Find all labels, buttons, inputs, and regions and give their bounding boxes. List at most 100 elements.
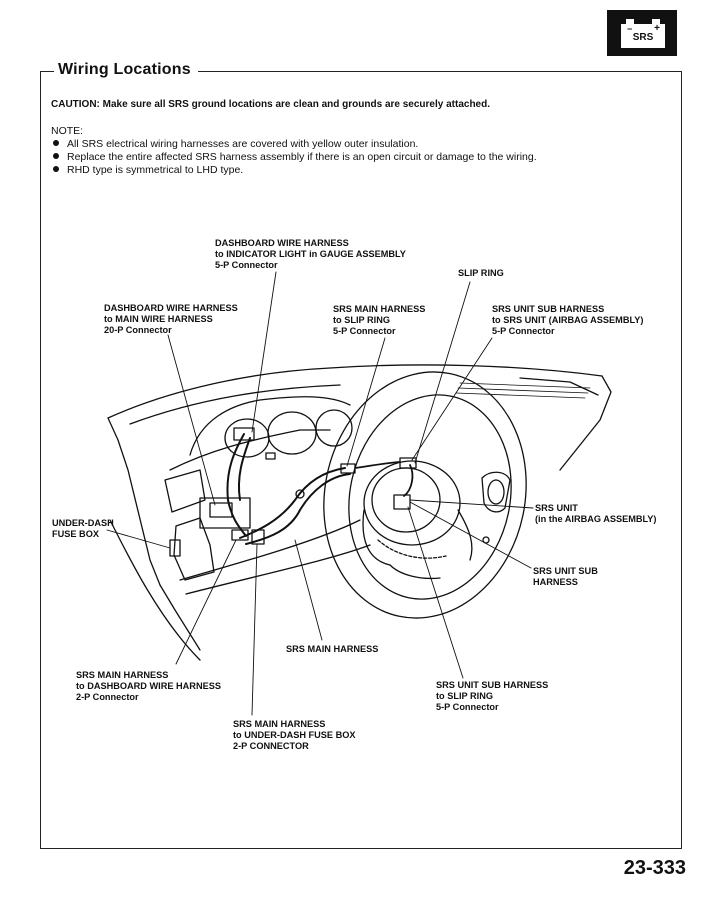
label-srs-unit: SRS UNIT (in the AIRBAG ASSEMBLY) <box>535 503 656 525</box>
dash-right-inner <box>519 377 599 396</box>
label-srs-main-slip: SRS MAIN HARNESS to SLIP RING 5-P Connec… <box>333 304 425 337</box>
label-srs-unit-sub: SRS UNIT SUB HARNESS to SRS UNIT (AIRBAG… <box>492 304 643 337</box>
dash-top-inner <box>129 384 341 425</box>
note-item: Replace the entire affected SRS harness … <box>53 151 537 163</box>
right-vent <box>481 471 511 513</box>
connector-5p-indicator <box>233 427 255 441</box>
harness-bundle-a <box>199 497 251 529</box>
label-dash-main: DASHBOARD WIRE HARNESS to MAIN WIRE HARN… <box>104 303 238 336</box>
label-line: to SLIP RING <box>333 315 390 325</box>
label-line: SRS MAIN HARNESS <box>76 670 169 680</box>
steering-wheel-inner <box>348 394 512 600</box>
dash-left-lower <box>159 584 201 651</box>
bullet-icon <box>53 166 59 172</box>
door-line <box>109 519 201 661</box>
label-line: SRS UNIT <box>535 503 578 513</box>
slip-ring-connector-b <box>399 457 417 469</box>
label-line: to MAIN WIRE HARNESS <box>104 314 213 324</box>
label-dash-indicator: DASHBOARD WIRE HARNESS to INDICATOR LIGH… <box>215 238 406 271</box>
label-line: to SRS UNIT (AIRBAG ASSEMBLY) <box>492 315 644 325</box>
label-line: SRS UNIT SUB <box>533 566 598 576</box>
label-srs-unit-sub-harness: SRS UNIT SUB HARNESS <box>533 566 598 588</box>
frame-top-right <box>198 71 682 72</box>
bullet-icon <box>53 140 59 146</box>
steering-column <box>389 564 441 580</box>
srs-main-harness-wire <box>239 467 346 539</box>
label-srs-main-dash: SRS MAIN HARNESS to DASHBOARD WIRE HARNE… <box>76 670 221 703</box>
spoke-left <box>362 509 391 566</box>
caution-text: CAUTION: Make sure all SRS ground locati… <box>51 99 491 110</box>
plus-sign: + <box>654 23 660 34</box>
label-line: HARNESS <box>533 577 578 587</box>
section-frame <box>40 71 682 849</box>
badge-label: SRS <box>632 32 654 43</box>
label-line: DASHBOARD WIRE HARNESS <box>104 303 238 313</box>
connector-20p <box>209 502 233 518</box>
label-line: 5-P Connector <box>492 326 555 336</box>
indicator-light <box>265 452 276 460</box>
label-line: to UNDER-DASH FUSE BOX <box>233 730 356 740</box>
note-heading: NOTE: <box>51 125 84 137</box>
label-line: to SLIP RING <box>436 691 493 701</box>
dash-wire-harness-b <box>237 437 251 501</box>
note-item: RHD type is symmetrical to LHD type. <box>53 164 243 176</box>
label-srs-main-fuse: SRS MAIN HARNESS to UNDER-DASH FUSE BOX … <box>233 719 356 752</box>
frame-top-left <box>40 71 54 72</box>
label-srs-unit-sub-slip: SRS UNIT SUB HARNESS to SLIP RING 5-P Co… <box>436 680 548 713</box>
label-line: SRS MAIN HARNESS <box>333 304 426 314</box>
dash-right-edge <box>559 375 612 471</box>
srs-badge: − + SRS <box>607 10 677 56</box>
label-line: 20-P Connector <box>104 325 172 335</box>
leader-lines <box>106 271 534 716</box>
label-srs-main-harness: SRS MAIN HARNESS <box>286 644 378 655</box>
page-number: 23-333 <box>623 857 686 879</box>
note-item: All SRS electrical wiring harnesses are … <box>53 138 418 150</box>
label-line: SLIP RING <box>458 268 504 278</box>
note-text: All SRS electrical wiring harnesses are … <box>67 138 419 150</box>
page-title: Wiring Locations <box>58 61 191 78</box>
note-text: Replace the entire affected SRS harness … <box>67 151 537 163</box>
label-line: UNDER-DASH <box>52 518 114 528</box>
label-line: 2-P Connector <box>76 692 139 702</box>
label-line: 5-P Connector <box>333 326 396 336</box>
left-vent <box>164 469 206 513</box>
battery-icon: − + SRS <box>621 24 665 48</box>
label-line: SRS MAIN HARNESS <box>233 719 326 729</box>
slip-ring-wire <box>354 461 401 469</box>
dash-left-face <box>107 417 161 586</box>
defroster-vent <box>455 382 591 399</box>
column-cover <box>377 539 447 559</box>
label-line: to DASHBOARD WIRE HARNESS <box>76 681 221 691</box>
label-line: SRS UNIT SUB HARNESS <box>436 680 549 690</box>
label-line: (in the AIRBAG ASSEMBLY) <box>535 514 657 524</box>
dash-knob <box>295 489 305 499</box>
steering-wheel-outer <box>323 371 527 619</box>
label-line: SRS MAIN HARNESS <box>286 644 379 654</box>
minus-sign: − <box>627 24 633 34</box>
srs-unit-sub-harness-wire <box>403 464 414 497</box>
knee-panel <box>185 544 371 595</box>
spoke-right <box>457 509 473 561</box>
battery-terminal-left <box>626 19 634 25</box>
airbag-pad <box>371 467 441 533</box>
dash-top-outline <box>107 364 603 419</box>
lower-dash <box>179 519 361 581</box>
srs-main-harness-wire-b <box>245 473 351 545</box>
dash-wire-harness <box>226 433 247 537</box>
note-text: RHD type is symmetrical to LHD type. <box>67 164 244 176</box>
label-line: 5-P Connector <box>436 702 499 712</box>
label-line: 2-P CONNECTOR <box>233 741 309 751</box>
label-line: to INDICATOR LIGHT in GAUGE ASSEMBLY <box>215 249 406 259</box>
instrument-hood <box>189 396 351 456</box>
right-vent-inner <box>487 479 505 505</box>
gauge-right <box>315 409 353 447</box>
label-line: SRS UNIT SUB HARNESS <box>492 304 605 314</box>
gauge-center <box>267 411 317 455</box>
label-slip-ring: SLIP RING <box>458 268 504 279</box>
label-line: FUSE BOX <box>52 529 99 539</box>
battery-terminal-right <box>652 19 660 25</box>
dash-center-face <box>169 429 331 471</box>
label-line: 5-P Connector <box>215 260 278 270</box>
label-line: DASHBOARD WIRE HARNESS <box>215 238 349 248</box>
